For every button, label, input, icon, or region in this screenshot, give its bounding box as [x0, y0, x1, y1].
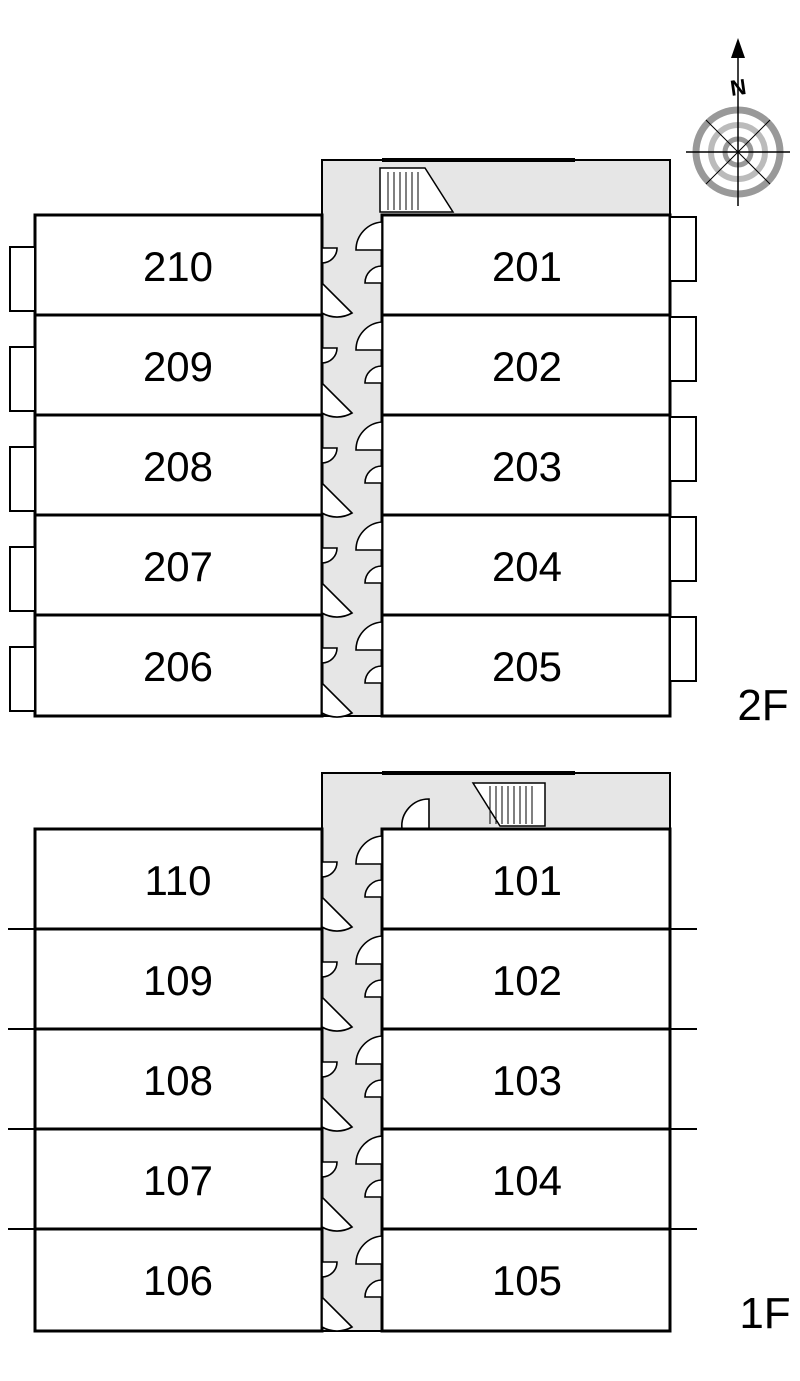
door-icon	[321, 481, 354, 518]
unit-label: 209	[143, 343, 213, 390]
unit-label: 104	[492, 1157, 562, 1204]
unit-box-106	[33, 1227, 324, 1333]
door-icon	[321, 281, 354, 318]
door-icon	[355, 835, 383, 865]
door-icon	[321, 1095, 354, 1132]
door-icon	[364, 1079, 383, 1098]
stairs-2f	[379, 167, 455, 213]
door-icon	[355, 221, 383, 251]
door-icon	[364, 265, 383, 284]
door-icon	[364, 565, 383, 584]
floor-label-2f: 2F	[737, 681, 788, 730]
door-icon	[321, 681, 354, 718]
floor-label-1f: 1F	[739, 1289, 790, 1338]
unit-label: 210	[143, 243, 213, 290]
door-icon	[355, 1235, 383, 1265]
door-icon	[321, 1195, 354, 1232]
unit-box-105	[380, 1227, 672, 1333]
door-icon	[321, 1261, 338, 1278]
unit-box-103	[380, 1027, 672, 1131]
door-icon	[321, 995, 354, 1032]
unit-label: 204	[492, 543, 562, 590]
compass-rose-icon	[686, 38, 790, 206]
unit-label: 103	[492, 1057, 562, 1104]
floor-1f: 110 109 108 107 106 101 102 103 104 105 …	[8, 771, 791, 1338]
door-icon	[321, 961, 338, 978]
door-icon	[321, 347, 338, 364]
door-icon	[321, 895, 354, 932]
door-icon	[355, 521, 383, 551]
unit-box-205	[380, 613, 672, 718]
floor-2f: 210 209 208 207 206 201 202 203 204 205 …	[9, 158, 789, 730]
unit-label: 107	[143, 1157, 213, 1204]
balcony	[9, 346, 36, 412]
balcony	[9, 546, 36, 612]
door-icon	[364, 879, 383, 898]
unit-box-207	[33, 513, 324, 617]
unit-label: 201	[492, 243, 562, 290]
unit-label: 102	[492, 957, 562, 1004]
unit-box-208	[33, 413, 324, 517]
door-icon	[355, 421, 383, 451]
compass-north-label: N	[729, 74, 748, 101]
door-icon	[355, 1035, 383, 1065]
balcony	[669, 316, 697, 382]
unit-label: 202	[492, 343, 562, 390]
door-icon	[364, 1279, 383, 1298]
door-icon	[355, 1135, 383, 1165]
door-icon	[321, 381, 354, 418]
fence-lines	[8, 928, 697, 1230]
door-icon	[321, 861, 338, 878]
door-icon	[364, 465, 383, 484]
unit-label: 207	[143, 543, 213, 590]
unit-box-109	[33, 927, 324, 1031]
unit-label: 108	[143, 1057, 213, 1104]
unit-label: 208	[143, 443, 213, 490]
balcony	[669, 416, 697, 482]
unit-label: 206	[143, 643, 213, 690]
unit-label: 205	[492, 643, 562, 690]
unit-label: 101	[492, 857, 562, 904]
unit-box-110	[33, 827, 324, 931]
stairs-1f	[471, 782, 546, 827]
door-icon	[355, 935, 383, 965]
unit-box-206	[33, 613, 324, 718]
door-icon	[321, 547, 338, 564]
balcony	[9, 646, 36, 712]
door-icon	[364, 1179, 383, 1198]
door-icon	[355, 621, 383, 651]
balcony	[9, 446, 36, 512]
unit-box-203	[380, 413, 672, 517]
unit-box-102	[380, 927, 672, 1031]
balcony	[669, 616, 697, 682]
unit-box-209	[33, 313, 324, 417]
door-icon	[355, 321, 383, 351]
door-icon	[321, 1161, 338, 1178]
unit-label: 109	[143, 957, 213, 1004]
balcony	[669, 516, 697, 582]
door-icon	[321, 447, 338, 464]
door-icon	[321, 581, 354, 618]
unit-label: 105	[492, 1257, 562, 1304]
unit-box-107	[33, 1127, 324, 1231]
door-icon	[364, 665, 383, 684]
door-icon	[321, 247, 338, 264]
unit-label: 203	[492, 443, 562, 490]
unit-label: 106	[143, 1257, 213, 1304]
unit-label: 110	[145, 857, 212, 904]
door-icon	[321, 1295, 354, 1332]
balcony	[669, 216, 697, 282]
door-icon	[321, 647, 338, 664]
balcony	[9, 246, 36, 312]
door-icon	[321, 1061, 338, 1078]
door-icon	[364, 979, 383, 998]
door-icon	[364, 365, 383, 384]
